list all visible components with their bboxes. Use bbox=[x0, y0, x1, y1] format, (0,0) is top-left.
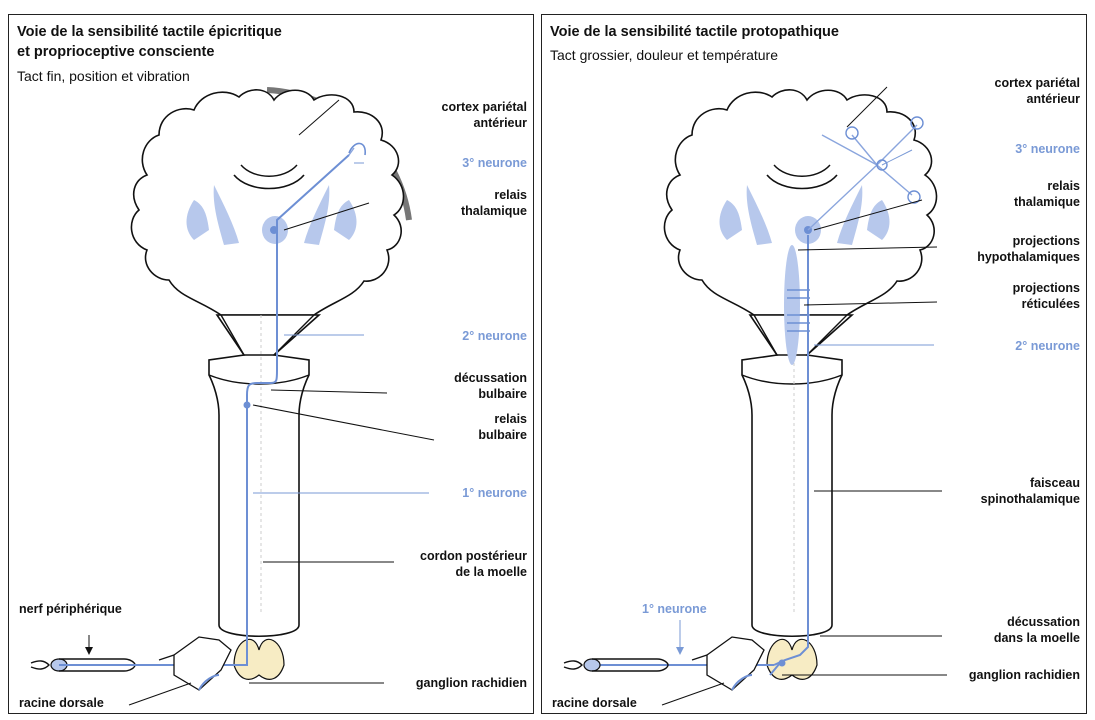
label-1st-neuron: 1° neurone bbox=[642, 602, 707, 616]
svg-text:thalamique: thalamique bbox=[1014, 195, 1080, 209]
epicritic-diagram: cortex pariétal antérieur 3° neurone rel… bbox=[9, 15, 535, 715]
svg-text:antérieur: antérieur bbox=[1027, 92, 1081, 106]
label-dorsal-root: racine dorsale bbox=[552, 696, 637, 710]
label-2nd-neuron: 2° neurone bbox=[462, 329, 527, 343]
label-dorsal-root: racine dorsale bbox=[19, 696, 104, 710]
svg-text:réticulées: réticulées bbox=[1022, 297, 1080, 311]
brain-outline bbox=[131, 90, 403, 315]
label-3rd-neuron: 3° neurone bbox=[462, 156, 527, 170]
label-spinothalamic-tract: faisceau bbox=[1030, 476, 1080, 490]
svg-text:dans la moelle: dans la moelle bbox=[994, 631, 1080, 645]
label-spinal-decussation: décussation bbox=[1007, 615, 1080, 629]
svg-text:hypothalamiques: hypothalamiques bbox=[977, 250, 1080, 264]
label-ganglion: ganglion rachidien bbox=[416, 676, 527, 690]
brain-outline bbox=[664, 90, 936, 315]
label-posterior-cord: cordon postérieur bbox=[420, 549, 527, 563]
label-hypothalamic-projections: projections bbox=[1013, 234, 1080, 248]
panel-epicritic-pathway: Voie de la sensibilité tactile épicritiq… bbox=[8, 14, 534, 714]
label-bulbar-relay: relais bbox=[494, 412, 527, 426]
spinal-grey-matter bbox=[767, 639, 817, 679]
label-decussation: décussation bbox=[454, 371, 527, 385]
spinal-grey-matter bbox=[234, 639, 284, 679]
svg-text:bulbaire: bulbaire bbox=[478, 428, 527, 442]
svg-text:thalamique: thalamique bbox=[461, 204, 527, 218]
svg-text:spinothalamique: spinothalamique bbox=[981, 492, 1080, 506]
label-ganglion: ganglion rachidien bbox=[969, 668, 1080, 682]
label-1st-neuron: 1° neurone bbox=[462, 486, 527, 500]
label-3rd-neuron: 3° neurone bbox=[1015, 142, 1080, 156]
label-thalamic-relay: relais bbox=[1047, 179, 1080, 193]
brainstem bbox=[742, 315, 852, 636]
protopathic-diagram: cortex pariétal antérieur 3° neurone rel… bbox=[542, 15, 1088, 715]
label-reticular-projections: projections bbox=[1013, 281, 1080, 295]
svg-text:antérieur: antérieur bbox=[474, 116, 528, 130]
brainstem bbox=[209, 315, 319, 636]
label-peripheral-nerve: nerf périphérique bbox=[19, 602, 122, 616]
svg-text:bulbaire: bulbaire bbox=[478, 387, 527, 401]
label-thalamic-relay: relais bbox=[494, 188, 527, 202]
panel-protopathic-pathway: Voie de la sensibilité tactile protopath… bbox=[541, 14, 1087, 714]
label-2nd-neuron: 2° neurone bbox=[1015, 339, 1080, 353]
reticular-formation bbox=[784, 245, 800, 365]
label-cortex: cortex pariétal bbox=[995, 76, 1080, 90]
label-cortex: cortex pariétal bbox=[442, 100, 527, 114]
svg-text:de la moelle: de la moelle bbox=[455, 565, 527, 579]
